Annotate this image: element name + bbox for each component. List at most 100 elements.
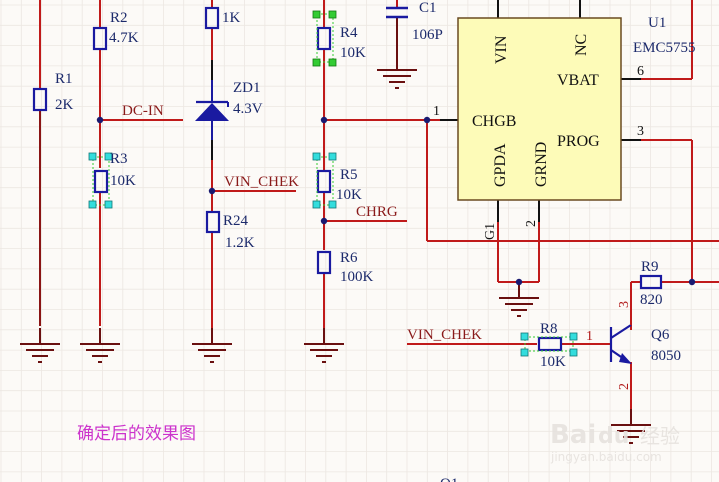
selection-R3 <box>92 156 110 206</box>
label-ZD1-value: 4.3V <box>233 101 263 117</box>
resistor-R24[interactable] <box>205 210 221 234</box>
resistor-R3[interactable] <box>93 169 109 194</box>
handle[interactable] <box>569 332 578 341</box>
handle[interactable] <box>312 58 321 67</box>
net-label-vin-chek: VIN_CHEK <box>224 174 299 190</box>
label-Q6-ref: Q6 <box>651 327 670 343</box>
handle[interactable] <box>328 152 337 161</box>
handle[interactable] <box>312 10 321 19</box>
handle[interactable] <box>328 200 337 209</box>
resistors <box>32 6 663 352</box>
handle[interactable] <box>520 332 529 341</box>
label-C1-value: 106P <box>412 27 443 43</box>
resistor-R2[interactable] <box>92 26 108 51</box>
zener-diode-ZD1[interactable] <box>195 100 229 121</box>
resistor-R9[interactable] <box>639 274 663 290</box>
handle[interactable] <box>312 200 321 209</box>
pin-number-emitter: 2 <box>617 383 632 390</box>
label-R4-value: 10K <box>340 45 366 61</box>
resistor-R1[interactable] <box>32 87 48 112</box>
net-labels: DC-IN VIN_CHEK CHRG VIN_CHEK <box>122 103 482 343</box>
pin-number-grnd: 2 <box>524 220 539 227</box>
ground-icon <box>20 328 60 363</box>
handle[interactable] <box>104 200 113 209</box>
label-Q6-value: 8050 <box>651 348 681 364</box>
ground-icon <box>304 328 344 363</box>
label-R4-ref: R4 <box>340 25 358 41</box>
watermark-paw: du <box>598 424 629 449</box>
pin-number-chgb: 1 <box>433 104 440 119</box>
resistor-R6[interactable] <box>316 250 332 275</box>
label-Q1-ref: Q1 <box>440 476 458 482</box>
label-R1-ref: R1 <box>55 71 73 87</box>
label-U1-ref: U1 <box>648 15 666 31</box>
pin-name-prog: PROG <box>557 133 600 150</box>
label-R2-value: 4.7K <box>109 30 139 46</box>
ground-icon <box>499 282 539 317</box>
resistor-R4[interactable] <box>316 26 332 51</box>
pin-number-prog: 3 <box>637 124 644 139</box>
resistor-R5[interactable] <box>316 169 332 194</box>
handle[interactable] <box>88 200 97 209</box>
pin-number-base: 1 <box>586 329 593 344</box>
label-U1-value: EMC5755 <box>633 40 696 56</box>
annotation-text: 确定后的效果图 <box>77 424 196 444</box>
handle[interactable] <box>328 58 337 67</box>
label-R3-value: 10K <box>110 173 136 189</box>
ground-icon <box>80 328 120 363</box>
capacitor-C1[interactable] <box>386 6 408 19</box>
watermark-logo: Bai <box>550 420 596 450</box>
junctions <box>96 116 696 286</box>
pin-name-nc: NC <box>573 34 590 56</box>
label-R6-value: 100K <box>340 269 374 285</box>
handle[interactable] <box>569 348 578 357</box>
handle[interactable] <box>312 152 321 161</box>
pin-name-chgb: CHGB <box>472 113 516 130</box>
pin-name-gpda: GPDA <box>492 143 509 187</box>
handle[interactable] <box>88 152 97 161</box>
net-label-chrg: CHRG <box>356 204 398 220</box>
label-C1-ref: C1 <box>419 0 437 16</box>
label-R9-value: 820 <box>640 292 663 308</box>
watermark-suffix: 经验 <box>640 424 680 448</box>
ground-icon <box>192 328 232 363</box>
label-R2-ref: R2 <box>110 10 128 26</box>
component-labels: R1 2K R2 4.7K R3 10K 1K ZD1 4.3V R24 1.2… <box>55 0 696 482</box>
watermark-url: jingyan.baidu.com <box>550 450 662 464</box>
ground-icon <box>611 409 651 444</box>
label-R6-ref: R6 <box>340 250 358 266</box>
resistor-R8[interactable] <box>537 336 563 352</box>
pin-number-gpda: G1 <box>483 223 498 240</box>
label-R5-value: 10K <box>336 187 362 203</box>
resistor-R12[interactable] <box>204 6 220 30</box>
baidu-watermark: Bai du 经验 jingyan.baidu.com <box>550 420 680 464</box>
label-R1-value: 2K <box>55 97 74 113</box>
label-R24-value: 1.2K <box>225 235 255 251</box>
pin-number-collector: 3 <box>617 301 632 308</box>
ic-U1-body[interactable] <box>457 17 622 201</box>
handle[interactable] <box>520 348 529 357</box>
label-R5-ref: R5 <box>340 167 358 183</box>
pin-number-vbat: 6 <box>637 64 644 79</box>
transistor-pin-labels: 1 3 2 <box>586 301 632 390</box>
label-R8-value: 10K <box>540 354 566 370</box>
pin-name-grnd: GRND <box>533 142 550 187</box>
handle[interactable] <box>328 10 337 19</box>
label-R9-ref: R9 <box>641 259 659 275</box>
ground-symbols <box>20 54 651 444</box>
label-R12-value: 1K <box>222 10 241 26</box>
pin-name-vbat: VBAT <box>557 72 599 89</box>
label-R8-ref: R8 <box>540 321 558 337</box>
selection-handles <box>88 10 578 357</box>
ic-pin-stubs <box>440 0 641 222</box>
net-label-vin-chek-2: VIN_CHEK <box>407 327 482 343</box>
net-label-dc-in: DC-IN <box>122 103 164 119</box>
pin-name-vin: VIN <box>493 35 510 64</box>
transistor-Q6[interactable] <box>609 324 632 364</box>
label-ZD1-ref: ZD1 <box>233 80 261 96</box>
label-R3-ref: R3 <box>110 151 128 167</box>
handle[interactable] <box>104 152 113 161</box>
label-R24-ref: R24 <box>223 213 249 229</box>
ic-pin-labels: VIN NC VBAT CHGB PROG GPDA GRND 6 1 3 G1… <box>433 34 644 240</box>
